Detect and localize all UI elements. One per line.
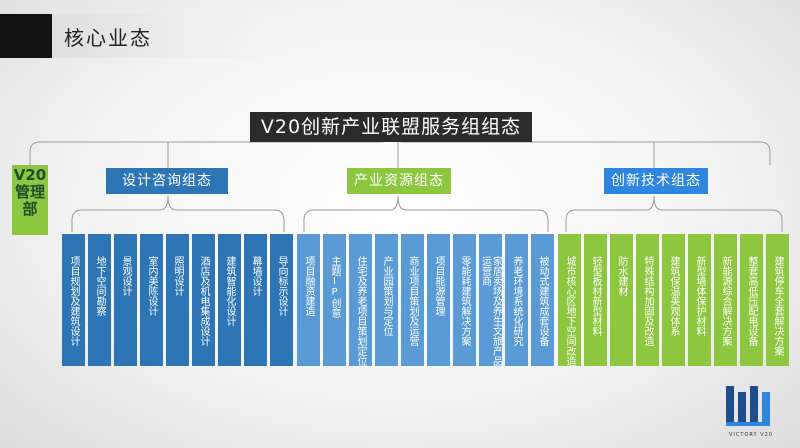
service-label: 家居卖场及养生文旅产品运营商 [479, 256, 502, 366]
service-column: 养老环境系统化研究 [505, 234, 528, 366]
service-label: 住宅及养老项目策划定位 [355, 256, 366, 366]
group-label-text: 设计咨询组态 [122, 173, 212, 189]
service-column: 防水建材 [610, 234, 633, 366]
service-label: 产业园策划与定位 [381, 256, 392, 336]
service-label: 建筑保温美观体系 [668, 256, 679, 336]
service-column: 轻型板材新型材料 [584, 234, 607, 366]
service-column: 景观设计 [114, 234, 137, 366]
service-column: 项目融资建造 [297, 234, 320, 366]
service-column: 幕墙设计 [244, 234, 267, 366]
service-label: 城市核心区地下空间改造 [564, 256, 575, 366]
service-label: 导向标示设计 [276, 256, 287, 316]
service-column: 项目规划及建筑设计 [62, 234, 85, 366]
service-column: 家居卖场及养生文旅产品运营商 [479, 234, 502, 366]
service-column: 城市核心区地下空间改造 [558, 234, 581, 366]
service-label: 主题IP创意 [329, 256, 340, 318]
service-label: 整套高低压配电设备 [746, 256, 757, 346]
service-label: 地下空间勘察 [94, 256, 105, 316]
page-title: 核心业态 [64, 26, 152, 50]
service-label: 轻型板材新型材料 [590, 256, 601, 336]
service-label: 室内美陈设计 [146, 256, 157, 316]
service-column: 酒店及机电集成设计 [192, 234, 215, 366]
service-column: 整套高低压配电设备 [740, 234, 763, 366]
service-label: 幕墙设计 [250, 256, 261, 296]
service-label: 建筑智能化设计 [224, 256, 235, 326]
service-label: 建筑停车全套解决方案 [772, 256, 783, 356]
service-column: 照明设计 [166, 234, 189, 366]
service-label: 酒店及机电集成设计 [198, 256, 209, 346]
service-label: 照明设计 [172, 256, 183, 296]
service-column: 建筑智能化设计 [218, 234, 241, 366]
service-label: 景观设计 [120, 256, 131, 296]
service-label: 养老环境系统化研究 [511, 256, 522, 346]
service-column: 商业项目策划及运营 [401, 234, 424, 366]
service-column: 特殊结构加固及改造 [636, 234, 659, 366]
service-column: 导向标示设计 [270, 234, 293, 366]
victory-logo [726, 386, 770, 426]
service-column: 产业园策划与定位 [375, 234, 398, 366]
service-column: 被动式建筑成套设备 [531, 234, 554, 366]
management-label: V20管理部 [13, 166, 47, 218]
service-label: 零能耗建筑解决方案 [459, 256, 470, 346]
service-column: 新型墙体保护材料 [688, 234, 711, 366]
management-box: V20管理部 [12, 165, 48, 235]
service-label: 新型墙体保护材料 [694, 256, 705, 336]
service-column: 室内美陈设计 [140, 234, 163, 366]
group-label-text: 产业资源组态 [354, 173, 444, 189]
group-industry-resources: 产业资源组态 [347, 168, 451, 194]
logo-text: VICTORY V20 [729, 432, 773, 438]
service-column: 主题IP创意 [323, 234, 346, 366]
service-column: 建筑停车全套解决方案 [766, 234, 789, 366]
service-label: 项目融资建造 [303, 256, 314, 316]
header-accent-block [0, 14, 52, 58]
main-title: V20创新产业联盟服务组组态 [250, 112, 532, 142]
service-column: 建筑保温美观体系 [662, 234, 685, 366]
service-column: 地下空间勘察 [88, 234, 111, 366]
service-label: 项目能源管理 [433, 256, 444, 316]
service-label: 防水建材 [616, 256, 627, 296]
service-column: 零能耗建筑解决方案 [453, 234, 476, 366]
service-column: 新能源综合解决方案 [714, 234, 737, 366]
service-label: 被动式建筑成套设备 [537, 256, 548, 346]
service-label: 特殊结构加固及改造 [642, 256, 653, 346]
service-label: 新能源综合解决方案 [720, 256, 731, 346]
service-column: 项目能源管理 [427, 234, 450, 366]
service-label: 项目规划及建筑设计 [68, 256, 79, 346]
group-label-text: 创新技术组态 [611, 173, 701, 189]
group-innovation-tech: 创新技术组态 [604, 168, 708, 194]
service-column: 住宅及养老项目策划定位 [349, 234, 372, 366]
group-design-consulting: 设计咨询组态 [106, 168, 228, 194]
service-label: 商业项目策划及运营 [407, 256, 418, 346]
